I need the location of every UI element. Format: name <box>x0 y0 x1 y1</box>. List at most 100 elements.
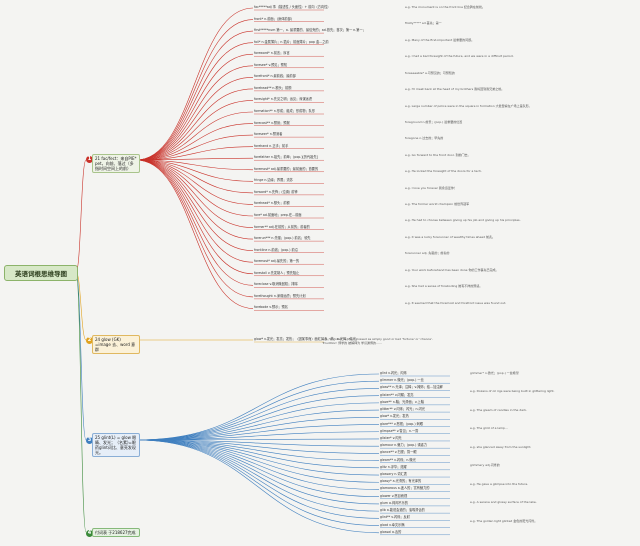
map-node[interactable]: forestall v.先发制人；预先阻止 <box>254 270 300 275</box>
branch-2[interactable]: 24 glow (GK) =image 去、word 意群 <box>92 335 140 354</box>
example-sentence: e.g. The monument is on the front line 纪… <box>405 5 485 9</box>
example-sentence: e.g. Large number of police were in the … <box>405 103 532 108</box>
map-node[interactable]: glib a.能说会道的；油嘴滑舌的 <box>380 508 425 513</box>
connector <box>135 439 380 447</box>
map-node[interactable]: forehead** n.额头；前额 <box>254 85 292 90</box>
map-node[interactable]: forehand n.正手；前手 <box>254 143 289 148</box>
map-node[interactable]: fringe n.边缘；界限；流苏 <box>254 178 293 183</box>
map-node[interactable]: glance** v.扫视；瞥一眼 <box>380 450 417 455</box>
map-node[interactable]: glister* v.闪光 <box>380 435 402 440</box>
example-sentence: foreground n.前景；(pop.) 最重要的位置 <box>405 119 463 124</box>
root-node[interactable]: 英语词根思维导图 <box>4 265 78 281</box>
map-node[interactable]: fac*****adj 事（描述性 / 头面性）+ 前向（方向性） <box>254 5 331 9</box>
map-node[interactable]: glossal a.舌的 <box>380 529 402 534</box>
example-sentence: e.g. she glanced away from the sunlight. <box>470 444 532 449</box>
connector <box>135 439 380 454</box>
map-node[interactable]: forefather n.祖先；前辈；(pop.)[历代祖先] <box>254 155 318 160</box>
map-node[interactable]: glossary n.词汇表 <box>380 472 407 477</box>
map-node[interactable]: foremost* adj.最先的；第一的 <box>254 259 300 264</box>
branch-3[interactable]: 25 glint(L) = glow 眼睛、发光；（名素)=眼药glint词比、… <box>92 433 140 457</box>
example-sentence: e.g. He had to choose between giving up … <box>405 218 521 223</box>
map-node[interactable]: gloat v.幸灾乐祸 <box>380 522 405 527</box>
map-node[interactable]: forethought n.深谋远虑；预先计划 <box>254 293 306 298</box>
map-node[interactable]: glower v.怒目而视 <box>380 493 408 498</box>
example-sentence: e.g. I had a bad foresight of the future… <box>405 54 514 59</box>
connector <box>135 159 254 286</box>
example-sentence: foreseeable* a.可预见的；可预知的 <box>405 70 455 75</box>
example-sentence: glimmery adj.闪烁的 <box>470 463 500 468</box>
connector <box>135 159 254 298</box>
map-node[interactable]: glow* v.发光；发亮；发热；（因某事而）面红耳赤，热；n.光辉；红光 <box>254 337 356 341</box>
map-node[interactable]: forecast** v.预测；预报 <box>254 120 290 125</box>
example-sentence: e.g. A serene and glossy surface of the … <box>470 500 537 505</box>
connector <box>135 111 254 161</box>
connector <box>135 123 254 161</box>
map-node[interactable]: forward* n.先锋；(位置) 前锋 <box>254 189 298 194</box>
map-node[interactable]: first*****num 第一，a. 最重要的、最佳壳的；ad.首先；首次；第… <box>254 28 366 33</box>
map-node[interactable]: glimmer n.微光；(pop.) 一丝 <box>380 378 424 383</box>
example-sentence: e.g. I love you forever 我永远爱你！ <box>405 185 457 190</box>
connector <box>135 42 254 161</box>
map-node[interactable]: glum a.闷闷不乐的 <box>380 500 408 505</box>
example-sentence: e.g. 'Success' is often glossed as simpl… <box>322 337 433 341</box>
map-node[interactable]: foremost* adj.最重要的；最前面的；首要的 <box>254 166 319 171</box>
map-node[interactable]: front* n.前面；(身体前部) <box>254 16 293 21</box>
connector <box>135 159 254 205</box>
map-node[interactable]: foresee* v.预见；预知 <box>254 62 288 67</box>
map-node[interactable]: forerun*** n.先驱；(pop.) 前兆；领先 <box>254 236 311 241</box>
map-node[interactable]: forebode v.预示；预兆 <box>254 305 288 310</box>
connector <box>135 380 380 441</box>
map-node[interactable]: foreclose v.取消赎回权；排除 <box>254 282 298 287</box>
connector <box>135 77 254 161</box>
map-node[interactable]: glamour n.魅力；(pop.) 诱惑力 <box>380 443 427 448</box>
map-node[interactable]: foreword* n.前言；序言 <box>254 51 290 56</box>
map-node[interactable]: foresight* n.先见之明；远见；深谋远虑 <box>254 97 313 102</box>
connector <box>135 439 380 476</box>
connector <box>75 159 87 273</box>
map-node[interactable]: glaze** n.釉；光滑面；v.上釉 <box>380 399 424 404</box>
map-node[interactable]: glossy* a.光滑的；有光泽的 <box>380 479 422 484</box>
connector <box>135 146 254 161</box>
map-node[interactable]: glisten** v.闪耀；发亮 <box>380 392 414 397</box>
map-node[interactable]: glamorous a.迷人的；富有魅力的 <box>380 486 430 491</box>
example-sentence: e.g. Go forward to the front door. 到前门去。 <box>405 152 471 157</box>
connector <box>135 159 254 309</box>
connector <box>135 159 254 263</box>
map-node[interactable]: glow* v.发光；发热 <box>380 414 409 419</box>
map-node[interactable]: formation** n.形成；组成；形成物；队形 <box>254 109 315 113</box>
connector <box>135 159 254 171</box>
map-node[interactable]: fore* ad.前面地；prep.在...前面 <box>254 213 302 217</box>
example-sentence: e.g. I'll meet back at the head of my br… <box>405 87 505 92</box>
connector <box>135 19 254 161</box>
map-node[interactable]: former** adj.在前的；从前的；前者的 <box>254 224 310 229</box>
connector <box>135 438 380 441</box>
branch-2-badge: 2 <box>86 337 93 344</box>
map-node[interactable]: gleam** v.闪烁；n.微光 <box>380 457 416 462</box>
connector <box>135 388 380 441</box>
map-node[interactable]: frontline n.前线；(pop.) 前沿 <box>254 247 298 252</box>
map-node[interactable]: glitter** v.闪烁；闪光；n.闪光 <box>380 407 425 412</box>
connector <box>135 439 380 490</box>
map-node[interactable]: glimpse** v.瞥见；n.一瞥 <box>380 428 419 433</box>
map-node[interactable]: foil* n.金属薄片；n.箔片；前面薄片；pop 金...之前 <box>254 39 329 44</box>
branch-1[interactable]: 21 fac/fect：来自PIE* pet，向前、落过（多指时间空间上的前） <box>92 154 140 173</box>
map-node[interactable]: forehead* n.额头；前额 <box>254 201 290 206</box>
map-node[interactable]: glitz n.浮华；炫耀 <box>380 464 407 469</box>
map-node[interactable]: glint v.闪光；闪烁 <box>380 371 407 375</box>
connector <box>135 439 380 512</box>
connector <box>135 134 254 161</box>
map-node[interactable]: gloss** n.光泽；注释；v.掩饰；给…加注解 <box>380 385 443 390</box>
connector <box>135 100 254 161</box>
example-sentence: e.g. The gleam of candles in the dark. <box>470 407 528 412</box>
example-sentence: e.g. He locked the foresight of the door… <box>405 169 482 174</box>
map-node[interactable]: glint** v.闪烁；反射 <box>380 515 410 520</box>
map-node[interactable]: foreseer* n.预测者 <box>254 132 283 137</box>
map-node[interactable]: forefront* n.最前线；最前部 <box>254 74 296 79</box>
connector <box>135 373 380 441</box>
connector <box>135 159 254 275</box>
branch-4[interactable]: 付词表 于218627完成 <box>92 528 140 537</box>
example-sentence: e.g. The glint of a lamp... <box>470 426 508 431</box>
map-node[interactable]: glare*** v.怒视；(pop.) 刺眼 <box>380 421 423 426</box>
